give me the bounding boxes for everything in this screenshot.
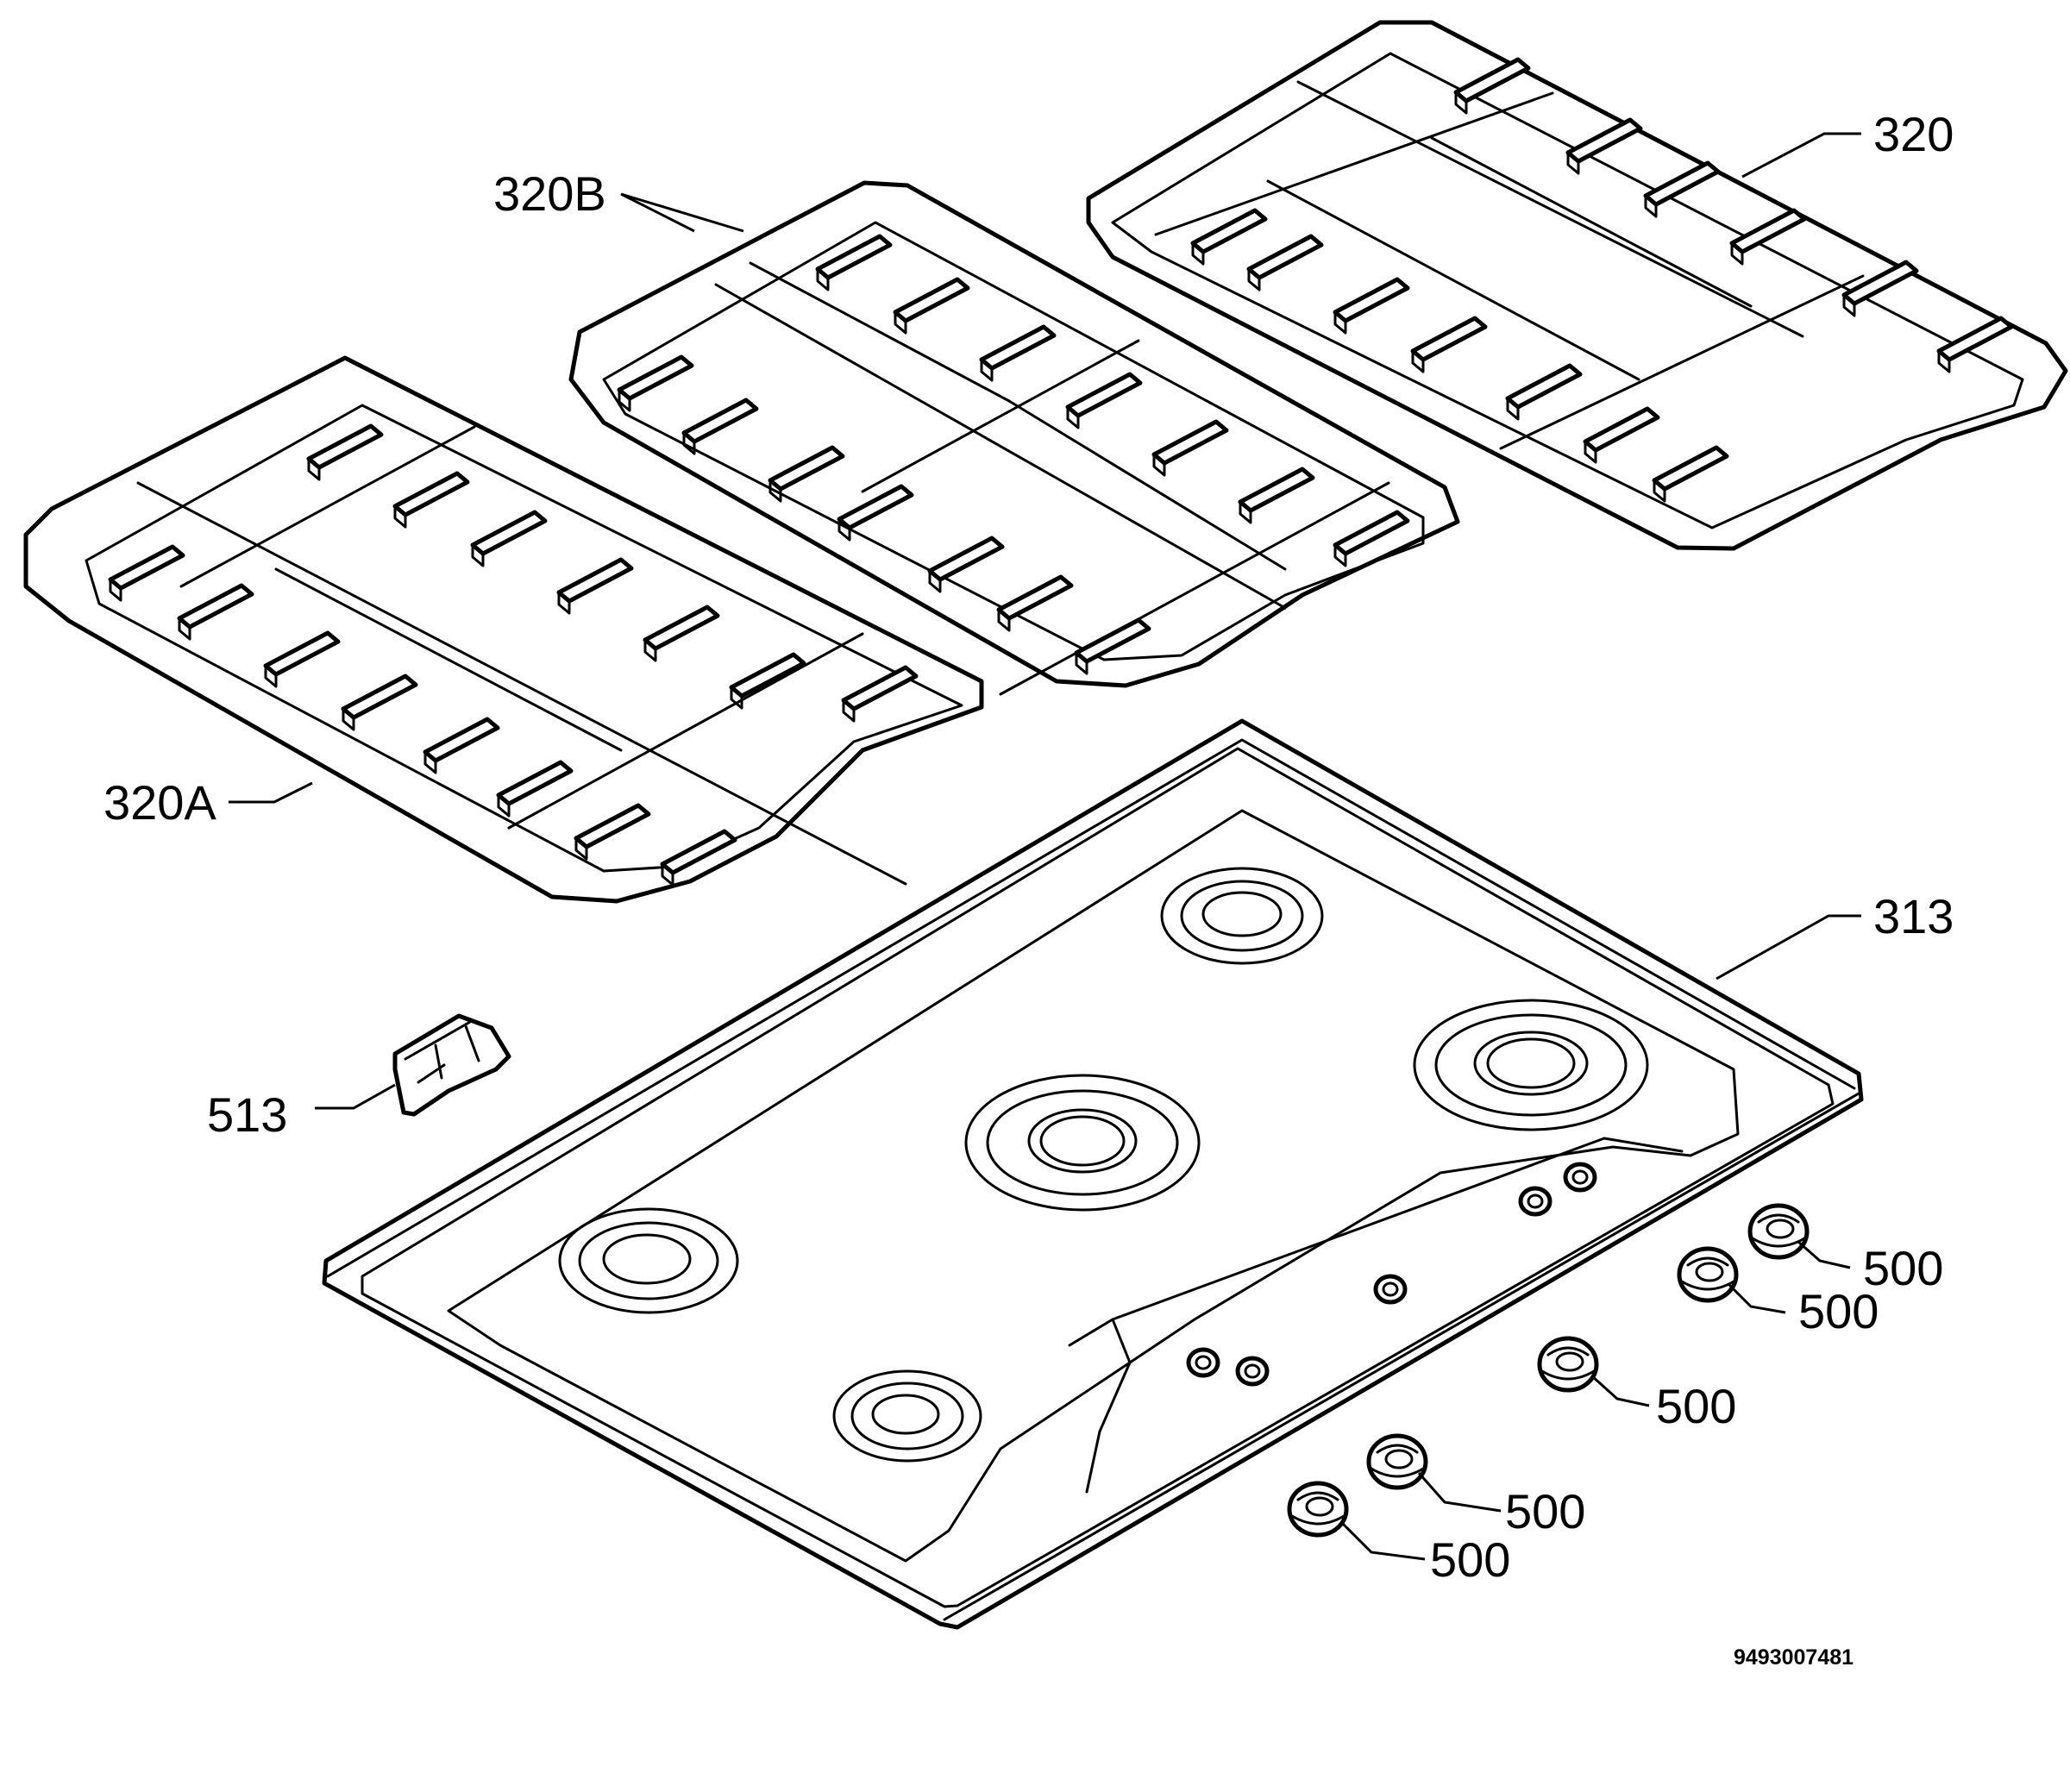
clip-part xyxy=(392,1013,511,1117)
label-clip: 513 xyxy=(207,1087,287,1142)
label-grid-right: 320 xyxy=(1873,107,1954,161)
hob-top-plate xyxy=(322,718,1864,1630)
part-labels: 320 320B 320A 313 513 500 500 500 500 50… xyxy=(104,107,1954,1670)
control-spindle-holes xyxy=(1186,1162,1597,1387)
control-knob-3 xyxy=(1540,1338,1596,1390)
control-knob-1 xyxy=(1750,1206,1807,1257)
pan-support-grid-left xyxy=(23,355,984,904)
drawing-number: 9493007481 xyxy=(1734,1645,1854,1670)
label-grid-left: 320A xyxy=(104,775,216,830)
label-knob-1: 500 xyxy=(1863,1241,1943,1295)
burner-centre-wok xyxy=(964,1074,1201,1212)
label-knob-4: 500 xyxy=(1505,1484,1585,1538)
control-knob-4 xyxy=(1369,1436,1426,1488)
control-knob-2 xyxy=(1679,1249,1736,1300)
label-knob-3: 500 xyxy=(1656,1379,1736,1433)
label-hob-top: 313 xyxy=(1873,889,1954,943)
burner-rear-right xyxy=(1160,867,1324,965)
label-knob-2: 500 xyxy=(1798,1284,1879,1338)
control-knob-5 xyxy=(1289,1483,1346,1535)
pan-support-grid-middle xyxy=(568,180,1460,696)
leader-lines xyxy=(229,132,1861,1561)
burner-front xyxy=(832,1369,982,1463)
label-knob-5: 500 xyxy=(1430,1532,1510,1587)
burner-left xyxy=(558,1207,739,1314)
burner-right-large xyxy=(1413,999,1649,1131)
label-grid-middle: 320B xyxy=(493,166,606,221)
pan-support-grid-right xyxy=(1086,20,2068,551)
